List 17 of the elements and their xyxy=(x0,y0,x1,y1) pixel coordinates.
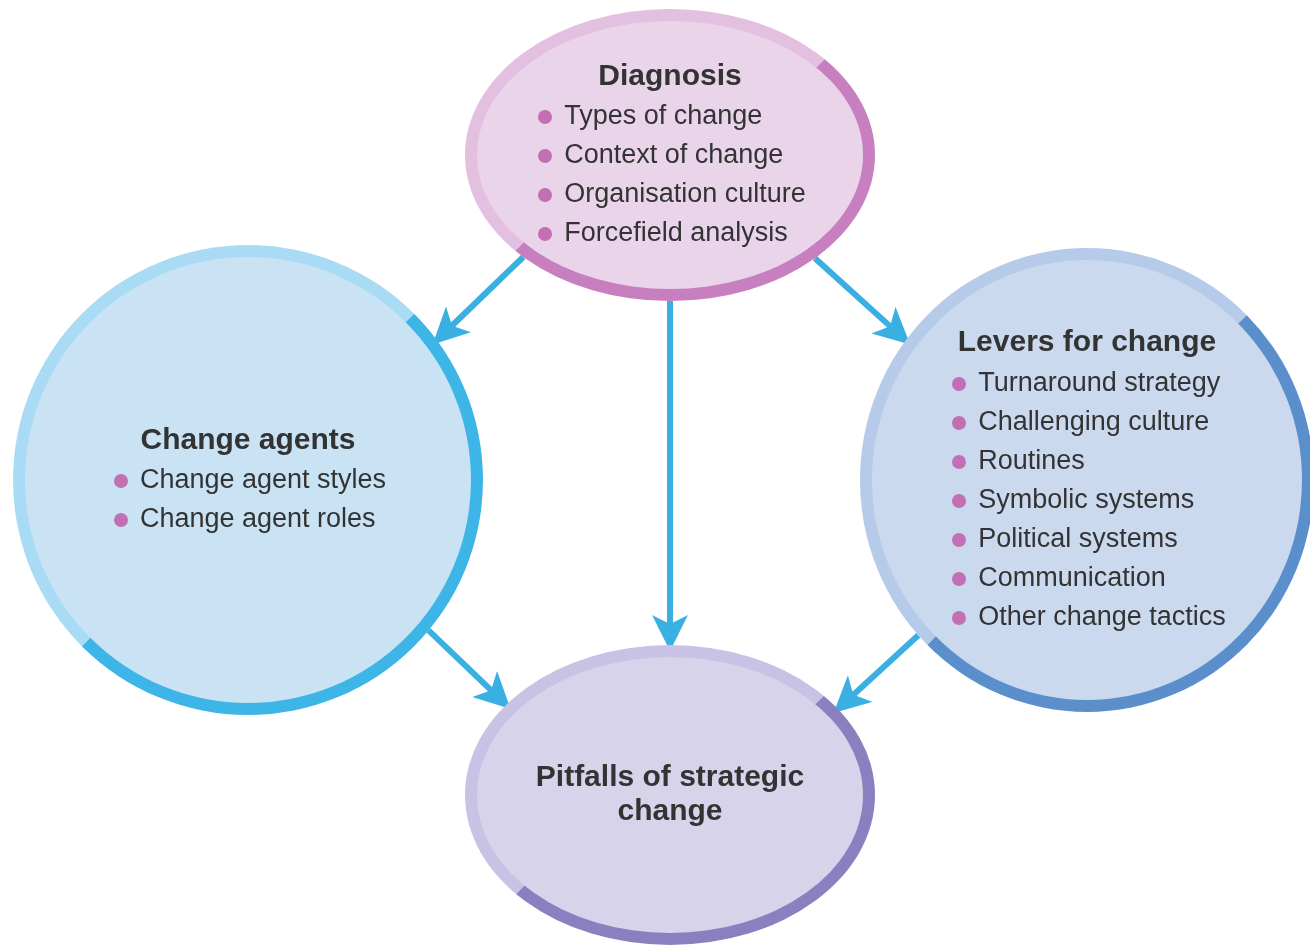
bullet-item: Change agent styles xyxy=(109,460,387,500)
bullet-item: Other change tactics xyxy=(948,596,1226,636)
bullet-item: Context of change xyxy=(534,135,784,175)
bullet-item: Challenging culture xyxy=(948,401,1210,441)
node-heading: Diagnosis xyxy=(598,57,742,93)
bullet-item: Organisation culture xyxy=(534,174,806,214)
bullet-item: Symbolic systems xyxy=(948,479,1195,519)
node-heading: Levers for change xyxy=(957,324,1217,359)
node-heading: Change agents xyxy=(140,421,356,457)
bullet-item: Types of change xyxy=(534,96,763,136)
bullet-item: Change agent roles xyxy=(109,499,376,539)
bullet-item: Political systems xyxy=(948,518,1178,558)
bullet-item: Turnaround strategy xyxy=(948,362,1221,402)
bullet-item: Communication xyxy=(948,557,1166,597)
bullet-item: Routines xyxy=(948,440,1085,480)
node-heading: Pitfalls of strategic change xyxy=(534,758,806,828)
bullet-item: Forcefield analysis xyxy=(534,213,788,253)
